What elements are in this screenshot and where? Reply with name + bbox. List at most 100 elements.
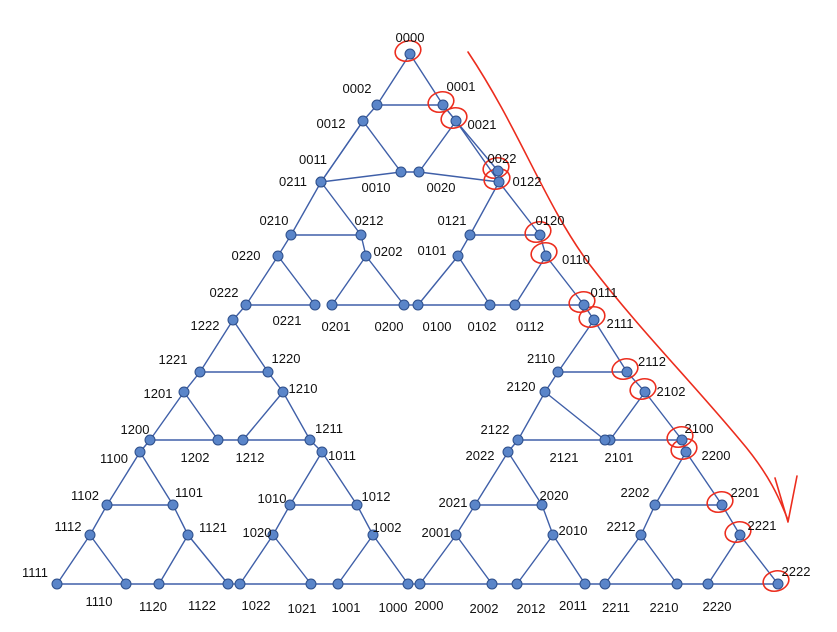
- edge-1020-1021: [272, 534, 312, 585]
- vertex-0200: [398, 299, 410, 311]
- vertex-2012: [511, 578, 523, 590]
- vertex-1000: [402, 578, 414, 590]
- vertex-2210: [671, 578, 683, 590]
- vertex-label-1200: 1200: [121, 422, 150, 437]
- annotation-circle-0000: [394, 39, 422, 63]
- edge-0021-0020: [418, 120, 457, 173]
- vertex-1021: [305, 578, 317, 590]
- vertex-labels: 1000100110021010101110121020102110221100…: [22, 30, 810, 616]
- vertex-label-2010: 2010: [559, 523, 588, 538]
- vertex-label-2212: 2212: [607, 519, 636, 534]
- vertex-0010: [395, 166, 407, 178]
- vertex-2022: [502, 446, 514, 458]
- vertex-label-1211: 1211: [315, 421, 343, 436]
- vertex-1011: [316, 446, 328, 458]
- vertex-1211: [304, 434, 316, 446]
- vertex-label-2121: 2121: [550, 450, 579, 465]
- edge-2102-2101: [609, 391, 646, 441]
- vertex-label-0202: 0202: [374, 244, 403, 259]
- vertex-label-2001: 2001: [422, 525, 451, 540]
- vertex-label-0201: 0201: [322, 319, 351, 334]
- vertex-label-1212: 1212: [236, 450, 265, 465]
- vertex-label-2100: 2100: [685, 421, 714, 436]
- vertex-1101: [167, 499, 179, 511]
- edge-1102-1112: [89, 504, 108, 536]
- vertex-label-1122: 1122: [188, 598, 216, 613]
- vertex-0111: [578, 299, 590, 311]
- vertex-1221: [194, 366, 206, 378]
- edge-0012-0211: [320, 120, 364, 183]
- vertex-label-2000: 2000: [415, 598, 444, 613]
- edge-2200-2202: [654, 451, 687, 506]
- vertex-label-1001: 1001: [332, 600, 361, 615]
- vertex-1202: [212, 434, 224, 446]
- vertex-label-1202: 1202: [181, 450, 210, 465]
- annotation-circle-0110: [530, 241, 558, 265]
- vertex-0020: [413, 166, 425, 178]
- edge-0101-0100: [417, 255, 459, 306]
- edge-0122-0121: [469, 181, 500, 236]
- vertex-label-1210: 1210: [289, 381, 318, 396]
- edge-0110-0111: [545, 255, 585, 306]
- vertex-label-0120: 0120: [536, 213, 565, 228]
- vertex-0212: [355, 229, 367, 241]
- vertex-1001: [332, 578, 344, 590]
- vertex-2122: [512, 434, 524, 446]
- vertex-label-2200: 2200: [702, 448, 731, 463]
- vertex-2002: [486, 578, 498, 590]
- edge-1020-1022: [239, 534, 274, 585]
- edge-0202-0200: [365, 255, 405, 306]
- edge-1201-1200: [149, 391, 185, 441]
- vertex-label-2221: 2221: [748, 518, 777, 533]
- vertex-label-0100: 0100: [423, 319, 452, 334]
- edge-0211-0212: [320, 181, 362, 236]
- vertex-label-0000: 0000: [396, 30, 425, 45]
- vertex-0221: [309, 299, 321, 311]
- vertex-label-0212: 0212: [355, 213, 384, 228]
- annotation-circle-2112: [611, 357, 639, 381]
- vertex-label-0101: 0101: [418, 243, 447, 258]
- vertex-2221: [734, 529, 746, 541]
- vertex-0121: [464, 229, 476, 241]
- edge-0021-0122: [455, 120, 500, 183]
- vertex-2200: [680, 446, 692, 458]
- vertex-label-2101: 2101: [605, 450, 634, 465]
- vertex-1110: [120, 578, 132, 590]
- vertex-2021: [469, 499, 481, 511]
- vertex-label-2021: 2021: [439, 495, 468, 510]
- vertex-label-2012: 2012: [517, 601, 546, 616]
- vertex-label-0011: 0011: [299, 152, 327, 167]
- edge-2212-2210: [640, 534, 678, 585]
- vertex-label-2210: 2210: [650, 600, 679, 615]
- vertex-label-0012: 0012: [317, 116, 346, 131]
- edge-2022-2021: [474, 451, 509, 506]
- vertex-label-1102: 1102: [71, 488, 99, 503]
- edge-1210-1211: [282, 391, 311, 441]
- edge-2102-2100: [644, 391, 683, 441]
- vertex-1210: [277, 386, 289, 398]
- vertex-2100: [676, 434, 688, 446]
- edge-1112-1111: [56, 534, 91, 585]
- edge-1101-1121: [172, 504, 189, 536]
- edge-0220-0221: [277, 255, 316, 306]
- edge-1012-1002: [356, 504, 374, 536]
- edge-0012-0010: [362, 120, 402, 173]
- vertex-label-1222: 1222: [191, 318, 220, 333]
- vertex-label-0001: 0001: [447, 79, 476, 94]
- edge-0101-0102: [457, 255, 491, 306]
- vertex-0022: [492, 165, 504, 177]
- vertex-label-0220: 0220: [232, 248, 261, 263]
- edge-1112-1110: [89, 534, 127, 585]
- annotation-circle-0111: [568, 290, 596, 314]
- vertex-1122: [222, 578, 234, 590]
- edge-1002-1001: [337, 534, 374, 585]
- edge-2202-2212: [640, 504, 656, 536]
- vertex-1220: [262, 366, 274, 378]
- vertex-label-2022: 2022: [466, 448, 495, 463]
- edge-1010-1020: [272, 504, 291, 536]
- vertex-label-1010: 1010: [258, 491, 287, 506]
- vertex-1010: [284, 499, 296, 511]
- vertex-label-2202: 2202: [621, 485, 650, 500]
- vertex-2111: [588, 314, 600, 326]
- vertex-label-0221: 0221: [273, 313, 302, 328]
